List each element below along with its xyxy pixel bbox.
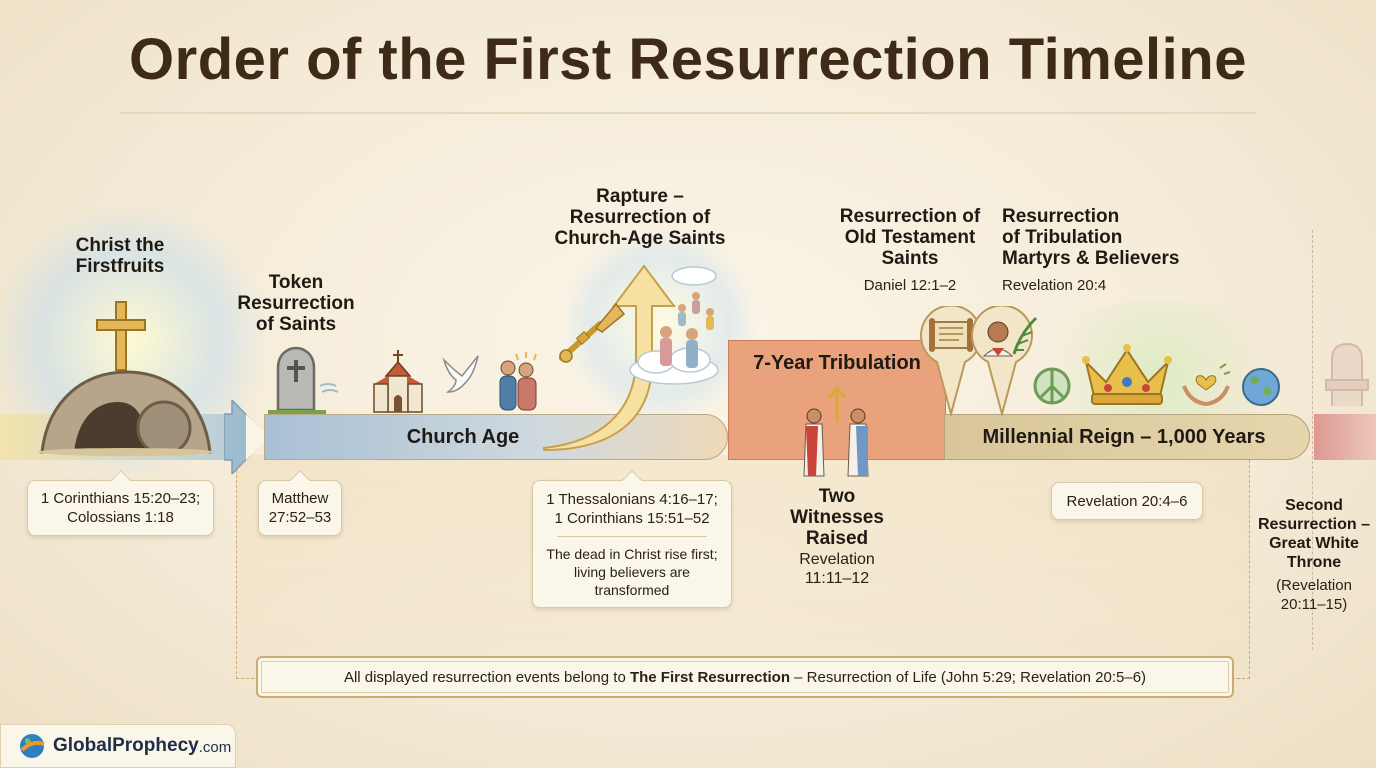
rising-arrow [543,264,676,452]
two-witnesses-icon [803,385,869,477]
second-ref-line-1: (Revelation [1276,577,1352,594]
praying-people-icon [499,352,537,411]
martyr-palm-icon [971,306,1038,416]
christ-ref-card: 1 Corinthians 15:20–23; Colossians 1:18 [27,470,214,536]
church-icon [373,350,423,413]
second-heading-line-3: Great White [1269,535,1359,552]
cross-icon [96,301,146,371]
hands-heart-icon [1182,363,1231,406]
second-ref-line-2: 20:11–15) [1280,596,1348,613]
martyrs-heading-line-2: of Tribulation [1002,227,1123,248]
old-testament-heading-line-3: Saints [881,248,939,269]
dove-icon [442,355,479,393]
tombstone-icon [268,346,339,414]
second-resurrection-segment [1314,414,1376,460]
empty-tomb-icon [38,370,214,456]
second-heading-line-1: Second [1285,497,1343,514]
martyrs-heading: Resurrection of Tribulation Martyrs & Be… [1002,206,1192,269]
banner-prefix: All displayed resurrection events belong… [343,668,630,686]
rapture-ref-line-2: 1 Corinthians 15:51–52 [554,510,710,527]
church-age-bar [264,414,728,460]
logo-badge: GlobalProphecy .com [0,724,236,768]
second-heading-line-2: Resurrection – [1257,516,1371,533]
rapture-heading-line-1: Rapture – [596,186,684,207]
second-resurrection-heading: Second Resurrection – Great White Throne [1252,496,1376,572]
crown-icon [1082,344,1172,405]
rapture-note-line-2: living believers are [574,564,690,580]
second-heading-line-4: Throne [1286,554,1342,571]
clouds-icon [629,266,719,385]
two-witnesses-heading-line-3: Raised [805,528,869,549]
rising-saints-icon [660,292,714,368]
old-testament-heading: Resurrection of Old Testament Saints [830,206,990,269]
two-witnesses-heading: Two Witnesses Raised [776,486,898,549]
church-age-label: Church Age [406,426,520,448]
old-testament-ref: Daniel 12:1–2 [863,277,957,294]
rapture-heading: Rapture – Resurrection of Church-Age Sai… [540,186,740,249]
millennium-label: Millennial Reign – 1,000 Years [982,426,1266,448]
two-witnesses-ref-line-1: Revelation [799,551,875,568]
christ-ref-line-1: 1 Corinthians 15:20–23; [40,490,201,507]
token-heading-line-1: Token [268,272,324,293]
trumpet-icon [559,302,626,363]
globe-logo-icon [20,734,45,758]
two-witnesses-ref: Revelation 11:11–12 [776,550,898,588]
throne-icon [1325,342,1369,406]
two-witnesses-ref-line-2: 11:11–12 [804,570,870,587]
token-ref-card: Matthew 27:52–53 [258,470,342,536]
peace-icon [1033,367,1071,405]
church-age-chevron [246,414,270,460]
logo-tld: .com [198,739,232,756]
rapture-note: The dead in Christ rise first; living be… [533,545,731,599]
martyrs-heading-line-3: Martyrs & Believers [1002,248,1180,269]
banner-suffix: – Resurrection of Life (John 5:29; Revel… [790,668,1147,686]
page-title: Order of the First Resurrection Timeline [129,27,1247,92]
rapture-glow [560,230,760,420]
rapture-heading-line-2: Resurrection of [569,207,711,228]
second-resurrection-ref: (Revelation 20:11–15) [1252,576,1376,614]
rapture-note-line-3: transformed [594,582,670,598]
millennium-ref-card: Revelation 20:4–6 [1051,482,1203,520]
second-resurrection-divider [1312,230,1313,650]
rapture-heading-line-3: Church-Age Saints [554,228,726,249]
globe-icon [1242,368,1280,406]
two-witnesses-heading-line-1: Two [818,486,856,507]
old-testament-heading-line-1: Resurrection of [839,206,981,227]
martyrs-ref: Revelation 20:4 [1002,277,1107,294]
token-heading-line-3: of Saints [255,314,337,335]
millennium-bar [944,414,1310,460]
martyrs-heading-line-1: Resurrection [1002,206,1120,227]
title-divider [120,112,1256,114]
logo-brand: GlobalProphecy [53,735,199,756]
token-heading: Token Resurrection of Saints [226,272,366,335]
token-heading-line-2: Resurrection [237,293,355,314]
old-testament-heading-line-2: Old Testament [844,227,976,248]
christ-ref-line-2: Colossians 1:18 [67,509,174,526]
rapture-note-line-1: The dead in Christ rise first; [546,546,718,562]
rapture-ref-line-1: 1 Thessalonians 4:16–17; [546,491,718,508]
rapture-note-divider [557,536,707,537]
rapture-ref-card: 1 Thessalonians 4:16–17; 1 Corinthians 1… [532,470,732,608]
token-ref-line-1: Matthew [271,490,329,507]
two-witnesses-heading-line-2: Witnesses [790,507,884,528]
tribulation-label: 7-Year Tribulation [753,352,921,374]
first-resurrection-banner: All displayed resurrection events belong… [256,656,1234,698]
banner-bold: The First Resurrection [629,668,790,686]
christ-heading: Christ the Firstfruits [75,235,165,277]
token-ref-line-2: 27:52–53 [268,509,332,526]
